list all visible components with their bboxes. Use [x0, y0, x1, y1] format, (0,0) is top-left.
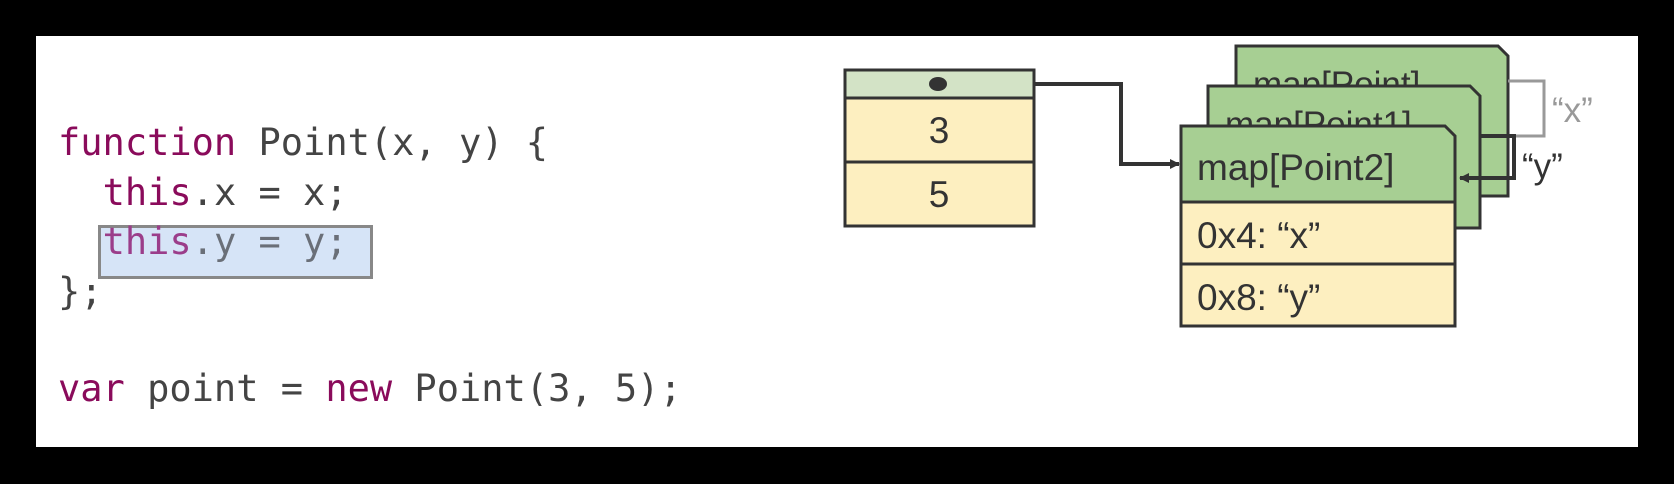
code-text: .y = y;	[191, 220, 348, 263]
map-entry-x-label: 0x4: “x”	[1197, 215, 1320, 256]
object-instance: 3 5	[843, 68, 1036, 228]
code-text: point =	[124, 367, 326, 410]
map-entry-y	[1179, 262, 1457, 328]
diagram-canvas: function Point(x, y) { this.x = x; this.…	[36, 36, 1638, 447]
field-cell-x	[843, 96, 1036, 164]
keyword-function: function	[58, 121, 237, 164]
code-line-1: function Point(x, y) {	[58, 124, 548, 161]
object-map-diagram: 3 5 map[Point] “x” map[Point1] “y” map[P…	[843, 44, 1593, 328]
transition-label-y: “y”	[1522, 147, 1563, 186]
highlighted-line-box	[98, 225, 373, 279]
field-value-x: 3	[929, 110, 950, 151]
pointer-dot-icon	[929, 77, 947, 91]
code-text: };	[58, 270, 103, 313]
keyword-var: var	[58, 367, 125, 410]
map-front: map[Point2] 0x4: “x” 0x8: “y”	[1179, 124, 1457, 328]
field-cell-y	[843, 160, 1036, 228]
code-text: .x = x;	[191, 171, 348, 214]
code-line-2: this.x = x;	[58, 174, 348, 211]
keyword-new: new	[325, 367, 393, 410]
code-line-4: };	[58, 273, 103, 310]
code-line-3-highlighted: this.y = y;	[58, 223, 348, 260]
keyword-this: this	[102, 171, 192, 214]
field-value-y: 5	[929, 174, 950, 215]
transition-y: “y”	[1459, 134, 1563, 186]
transition-label-x: “x”	[1552, 91, 1593, 130]
code-line-6: var point = new Point(3, 5);	[58, 370, 682, 407]
transition-x: “x”	[1508, 79, 1593, 138]
map-entry-x	[1179, 200, 1457, 266]
map-pointer-arrow	[1034, 82, 1180, 169]
map-entry-y-label: 0x8: “y”	[1197, 277, 1320, 318]
code-text: Point(x, y) {	[236, 121, 549, 164]
map-front-title: map[Point2]	[1197, 147, 1394, 188]
code-text: Point(3, 5);	[392, 367, 682, 410]
keyword-this: this	[102, 220, 192, 263]
